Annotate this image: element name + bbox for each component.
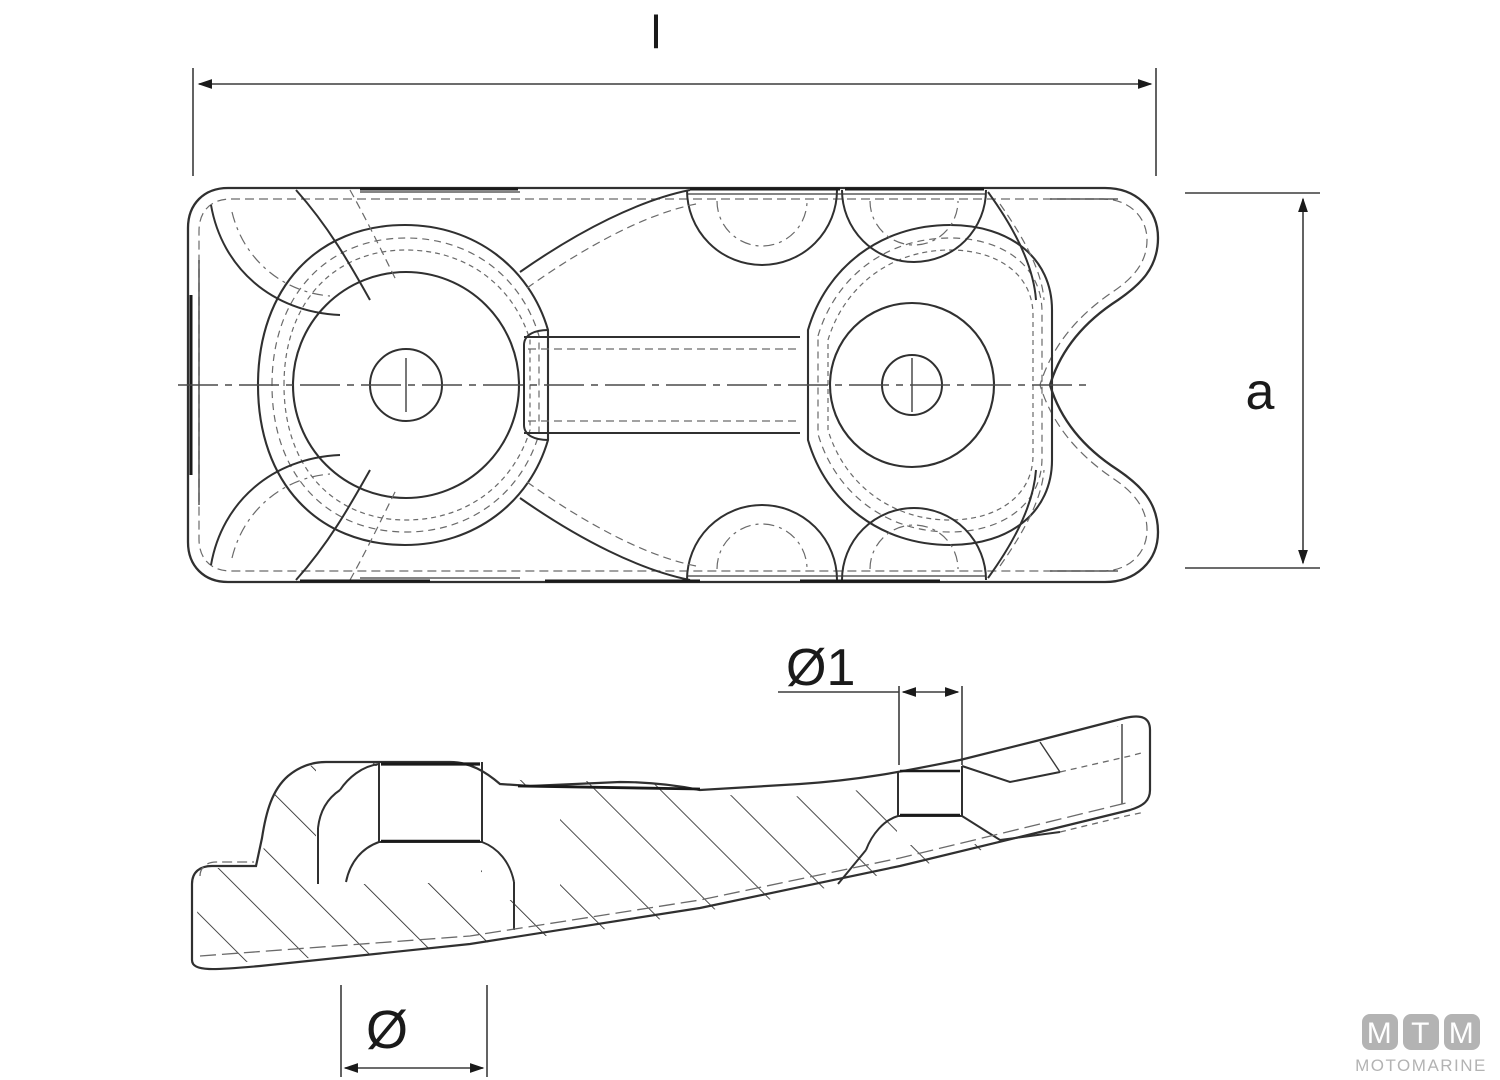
- logo-subtitle: MOTOMARINE: [1355, 1056, 1487, 1075]
- left-boss-left-fillet: [317, 789, 341, 829]
- bottom-pockets: [210, 454, 1045, 581]
- right-boss-chamfer-bottom: [961, 815, 1061, 842]
- top-pocket-left: [210, 204, 341, 316]
- left-boss-fillet-top: [339, 763, 380, 791]
- logo-letter-m1: M: [1367, 1017, 1394, 1050]
- fork-tip-mask: [960, 718, 1150, 846]
- dimension-overall-width: [1185, 192, 1320, 569]
- dimension-label-length: l: [651, 6, 661, 58]
- bottom-pocket-left: [210, 454, 341, 566]
- mtm-motomarine-logo: M T M MOTOMARINE: [1355, 1014, 1487, 1075]
- fork-hidden-top: [1059, 751, 1146, 773]
- top-pocket-1: [686, 189, 838, 266]
- rib-left-fillet: [523, 329, 549, 441]
- fork-tip-detail: [1039, 724, 1146, 833]
- top-view: [178, 186, 1160, 584]
- left-boss-right-fillet: [481, 841, 515, 883]
- fork-hidden-bottom: [1059, 811, 1146, 833]
- centerline-crosses: [405, 358, 913, 412]
- bottom-rib-left: [295, 469, 371, 581]
- edge-accents: [300, 187, 984, 583]
- fork-chamfer-edge: [1039, 741, 1061, 773]
- bottom-rib-left-inner: [349, 489, 397, 581]
- bottom-sweep-rib: [519, 497, 691, 581]
- logo-tile-m1: [1362, 1014, 1398, 1050]
- left-boss-outline-2: [271, 237, 540, 533]
- dimension-lower-bore: [340, 985, 488, 1077]
- left-bore-fillet: [345, 841, 380, 883]
- bottom-pocket-left-inner: [231, 473, 331, 559]
- right-boss-slope: [837, 849, 867, 885]
- dimension-overall-length: [192, 68, 1157, 176]
- top-pocket-2: [841, 189, 987, 263]
- top-fork-rib-inner: [999, 203, 1045, 301]
- bottom-pocket-1: [686, 504, 838, 581]
- left-foot-inner: [199, 861, 254, 877]
- top-rib-left: [295, 189, 371, 301]
- boss-left-top-mask: [316, 766, 380, 884]
- top-pockets: [210, 189, 1045, 316]
- bore-cavity-right-mask: [897, 765, 965, 845]
- logo-letter-t: T: [1411, 1017, 1431, 1050]
- dimension-label-upper-bore: Ø1: [786, 639, 855, 697]
- bottom-pocket-2: [841, 507, 987, 581]
- outer-contour: [186, 186, 1160, 584]
- logo-tile-m2: [1444, 1014, 1480, 1050]
- top-sweep-rib-inner: [526, 203, 697, 289]
- boss-left-right-mask: [482, 784, 560, 900]
- right-boss-outline: [806, 223, 1054, 547]
- top-pocket-left-inner: [231, 211, 331, 297]
- edge-detail-lines: [360, 191, 1118, 579]
- logo-tile-t: [1403, 1014, 1439, 1050]
- dimension-label-width: a: [1246, 363, 1275, 421]
- outer-contour-offset: [198, 198, 1148, 572]
- right-boss-outline-3: [827, 249, 1034, 521]
- bottom-fork-rib-inner: [999, 469, 1045, 567]
- connecting-rib: [523, 329, 800, 441]
- dimension-label-lower-bore: Ø: [366, 1000, 408, 1060]
- top-fork-rib: [987, 191, 1037, 301]
- bottom-sweep-rib-inner: [526, 481, 697, 567]
- top-rib-left-inner: [349, 189, 397, 281]
- top-pocket-1-inner: [716, 200, 808, 247]
- bottom-fork-rib: [987, 469, 1037, 579]
- section-bottom-inner-edge: [199, 801, 1131, 957]
- bore-cavity-left-mask: [379, 763, 481, 883]
- top-sweep-rib: [519, 189, 691, 273]
- logo-letter-m2: M: [1449, 1017, 1476, 1050]
- section-top-edge-mid: [517, 784, 701, 791]
- right-bore-fillet-left: [865, 815, 899, 851]
- bottom-pocket-1-inner: [716, 523, 808, 570]
- right-boss-chamfer-top: [961, 765, 1061, 784]
